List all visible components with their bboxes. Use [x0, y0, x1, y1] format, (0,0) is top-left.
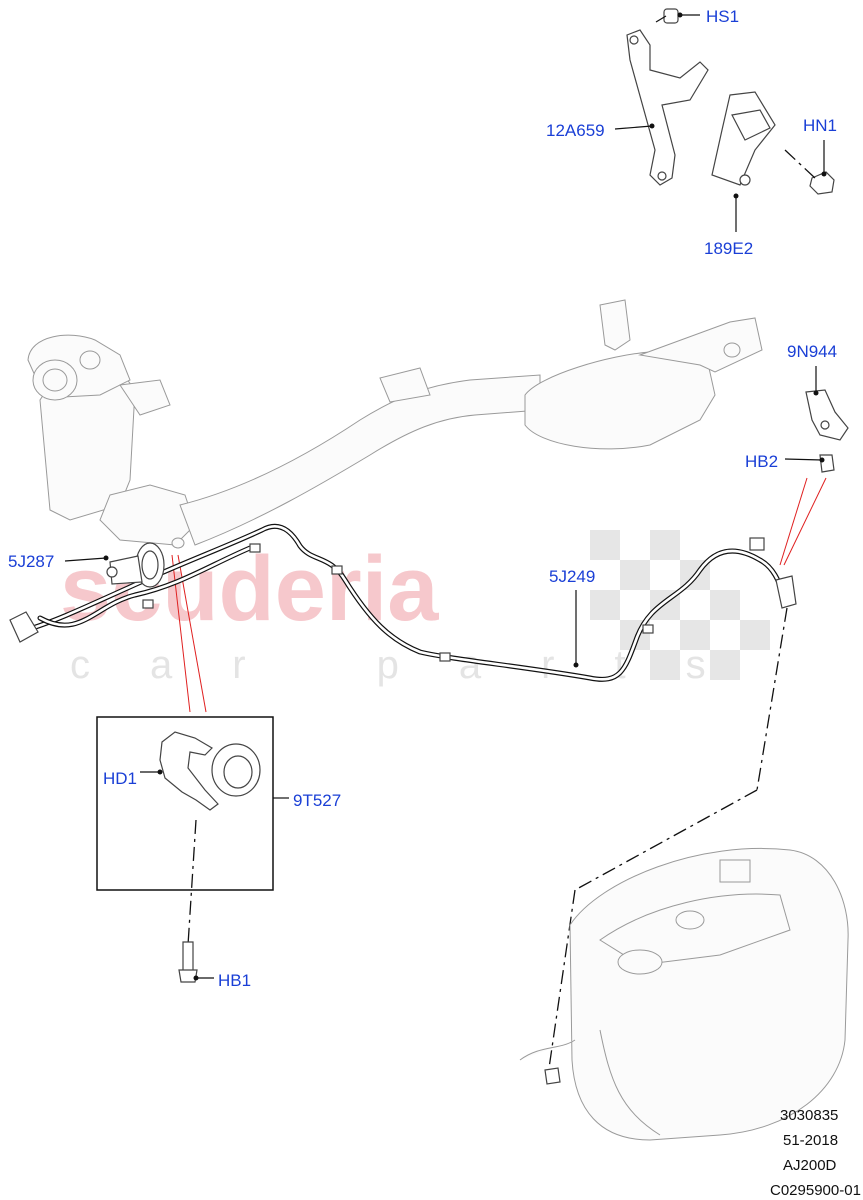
callout-hb2: HB2 — [745, 452, 778, 471]
watermark-brand: scuderia — [60, 538, 439, 640]
callout-hb1: HB1 — [218, 971, 251, 990]
callout-5j287: 5J287 — [8, 552, 54, 571]
callout-hn1: HN1 — [803, 116, 837, 135]
callout-12a659: 12A659 — [546, 121, 605, 140]
exhaust-system — [27, 299, 763, 549]
callout-hs1: HS1 — [706, 7, 739, 26]
callout-hd1: HD1 — [103, 769, 137, 788]
sensor-module-189e2 — [711, 91, 776, 186]
sensor-pipe-5j249 — [9, 523, 797, 682]
callout-9n944: 9N944 — [787, 342, 837, 361]
ref-engine-code: AJ200D — [783, 1157, 837, 1174]
bolt-hs1 — [655, 8, 679, 24]
gasket-ring — [211, 743, 261, 797]
bolt-hb1 — [178, 941, 198, 983]
callout-9t527: 9T527 — [293, 791, 341, 810]
heat-shield-hd1 — [159, 731, 219, 811]
watermark: scuderia car parts — [60, 530, 770, 687]
ref-part-number: 3030835 — [780, 1107, 838, 1124]
heat-shield-kit-box — [96, 716, 274, 891]
callout-5j249: 5J249 — [549, 567, 595, 586]
fuel-tank — [519, 848, 849, 1141]
module-bracket-12a659 — [626, 29, 709, 186]
ref-date-code: 51-2018 — [783, 1132, 838, 1149]
callout-189e2: 189E2 — [704, 239, 753, 258]
pressure-sensor-5j287 — [106, 542, 165, 588]
bracket-9n944 — [805, 389, 849, 441]
nut-hn1 — [784, 149, 835, 195]
ref-illustration-id: C0295900-01 — [770, 1182, 861, 1199]
